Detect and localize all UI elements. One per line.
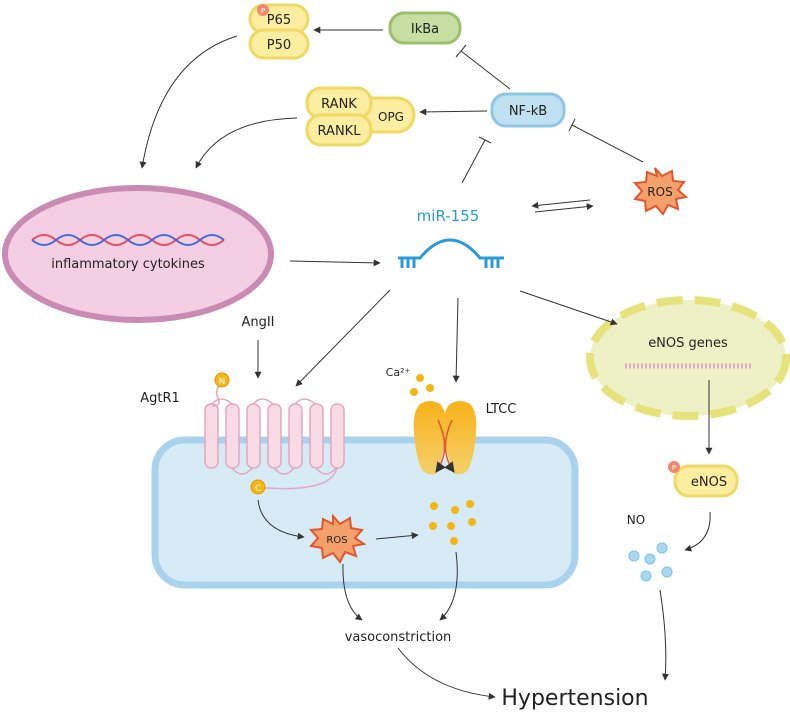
angii-label: AngII [241, 315, 274, 330]
hypertension-label: Hypertension [501, 686, 648, 711]
ikba-label: IkBa [411, 22, 439, 37]
inflammatory-cytokines-label: inflammatory cytokines [51, 257, 205, 272]
agtr1-label: AgtR1 [140, 391, 180, 406]
ros-burst-top [632, 167, 689, 216]
p65-label: P65 [267, 13, 291, 28]
calcium-ions-outside [410, 374, 434, 396]
opg-label: OPG [378, 110, 404, 124]
mirna-label: miR-155 [417, 207, 480, 225]
rank-label: RANK [321, 97, 357, 112]
nfkb-label: NF-kB [509, 104, 547, 119]
p50-pill [248, 28, 310, 60]
phospho-badge-p65-text: P [261, 7, 265, 15]
calcium-ions-inside [429, 500, 476, 545]
ros-cell-label: ROS [326, 535, 347, 546]
c-terminal-badge [250, 479, 266, 495]
enos-genes-label: eNOS genes [648, 336, 728, 351]
arrows [139, 26, 713, 700]
ca-label: Ca²⁺ [386, 366, 411, 379]
enos-pill [673, 464, 739, 498]
nfkb-pill [490, 92, 566, 128]
ltcc-channel [413, 401, 477, 475]
phospho-badge-p65 [257, 4, 269, 16]
no-label: NO [627, 513, 645, 527]
ros-top-label: ROS [647, 185, 672, 199]
c-terminal-text: C [255, 484, 261, 494]
ros-burst-cell [308, 513, 367, 564]
agtr1-receptor [204, 403, 345, 469]
cell-body [151, 436, 579, 589]
n-terminal-badge [214, 372, 230, 388]
inflammatory-cell [2, 185, 274, 323]
ikba-pill [388, 11, 462, 45]
rankl-label: RANKL [318, 124, 362, 139]
p50-label: P50 [267, 38, 291, 53]
dna-strand-blue [31, 234, 225, 246]
phospho-badge-enos [668, 461, 680, 473]
ltcc-label: LTCC [486, 402, 517, 417]
phospho-badge-enos-text: P [672, 464, 676, 472]
mirna-hairpin-icon [398, 238, 504, 268]
n-terminal-text: N [219, 377, 226, 387]
no-molecules [628, 542, 673, 582]
vasoconstriction-label: vasoconstriction [345, 630, 452, 645]
enos-cell [586, 296, 790, 420]
rankl-pill [305, 113, 373, 147]
inhibition-lines [455, 44, 644, 184]
agtr1-loops [211, 381, 338, 493]
enos-label: eNOS [691, 475, 727, 490]
